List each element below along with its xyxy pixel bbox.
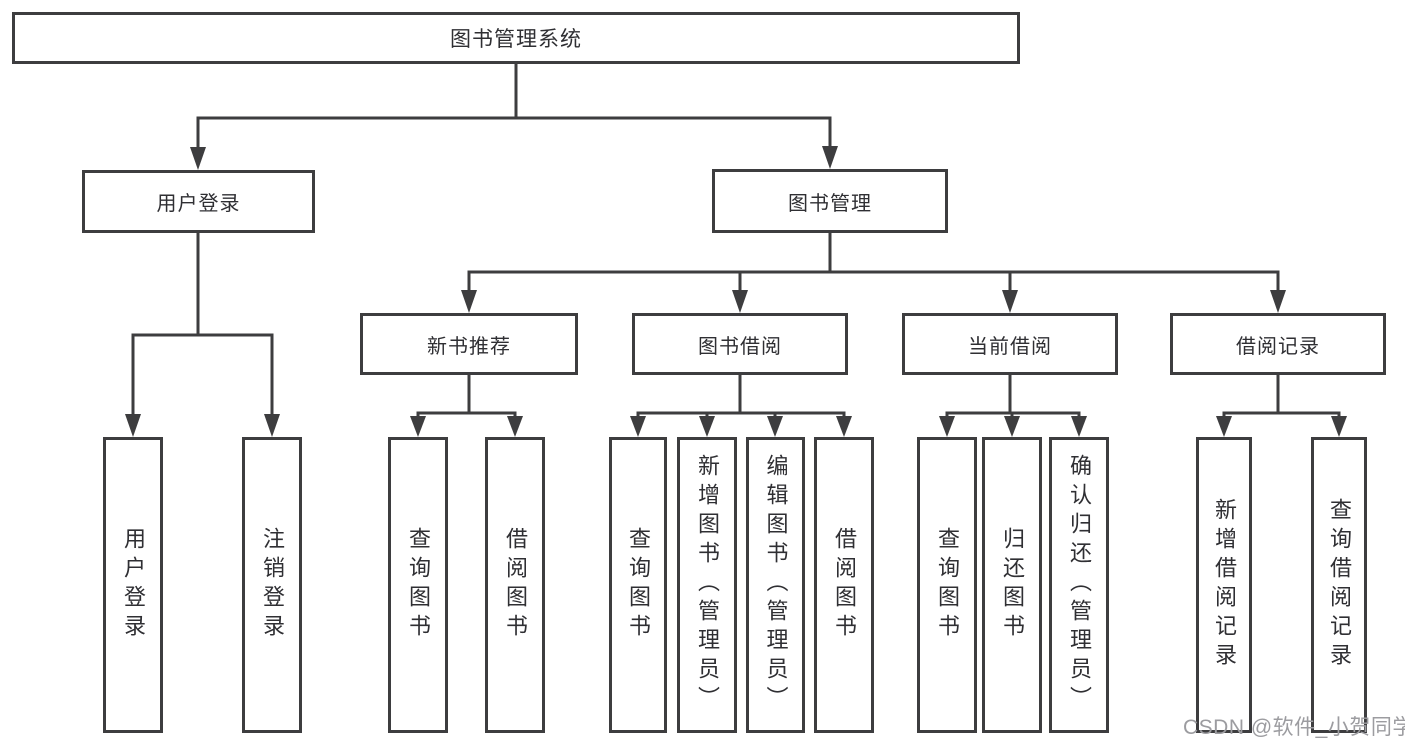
leaf-add-book-admin: 新增图书（管理员）: [677, 437, 737, 733]
leaf-edit-book-admin: 编辑图书（管理员）: [746, 437, 805, 733]
connector-root-to-level2: [190, 63, 838, 170]
leaf-return-books: 归还图书: [982, 437, 1042, 733]
node-user-login-branch: 用户登录: [82, 170, 315, 233]
leaf-borrow-query-books: 查询图书: [609, 437, 667, 733]
leaf-query-borrow-record: 查询借阅记录: [1311, 437, 1367, 733]
leaf-user-login: 用户登录: [103, 437, 163, 733]
leaf-confirm-return-admin: 确认归还（管理员）: [1049, 437, 1109, 733]
connector-borrow-records-branch: [1216, 375, 1347, 437]
node-library-management-system: 图书管理系统: [12, 12, 1020, 64]
node-new-book-recommend: 新书推荐: [360, 313, 578, 375]
leaf-recommend-borrow-books: 借阅图书: [485, 437, 545, 733]
connector-book-management-branch: [461, 233, 1286, 313]
connector-book-borrow-branch: [630, 375, 852, 437]
connector-user-login-branch: [125, 233, 280, 437]
node-book-borrow: 图书借阅: [632, 313, 848, 375]
leaf-add-borrow-record: 新增借阅记录: [1196, 437, 1252, 733]
node-book-management: 图书管理: [712, 169, 948, 233]
node-current-borrow: 当前借阅: [902, 313, 1118, 375]
watermark: CSDN @软件_小贺同学: [1183, 716, 1405, 739]
leaf-logout: 注销登录: [242, 437, 302, 733]
leaf-borrow-books: 借阅图书: [814, 437, 874, 733]
connector-current-borrow-branch: [939, 375, 1087, 437]
node-borrow-records: 借阅记录: [1170, 313, 1386, 375]
connector-new-book-branch: [410, 375, 523, 437]
leaf-recommend-query-books: 查询图书: [388, 437, 448, 733]
leaf-current-query-books: 查询图书: [917, 437, 977, 733]
